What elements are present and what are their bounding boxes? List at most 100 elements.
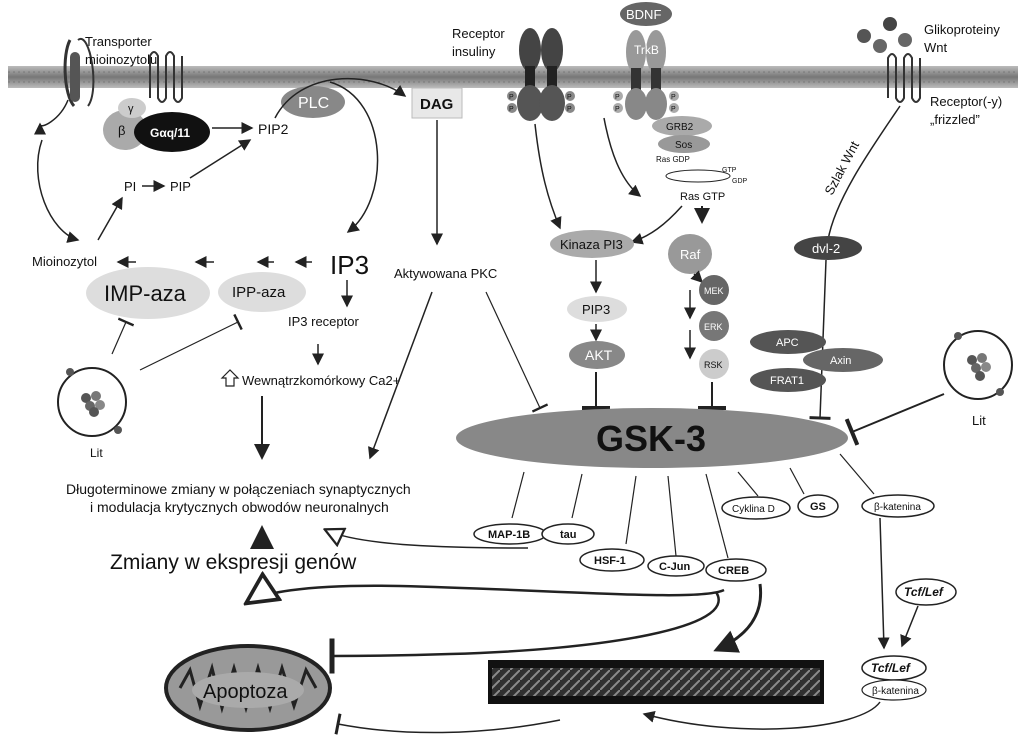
trkb-p-4: P (671, 106, 676, 113)
gsk3-to-bkat (839, 453, 875, 495)
creb-to-dna-arrow (713, 583, 763, 653)
gene-expression-label: Zmiany w ekspresji genów (110, 551, 357, 574)
sos-shape (658, 135, 710, 153)
insulin-p-4: P (567, 106, 572, 113)
pip3-shape (567, 296, 627, 322)
creb-label: CREB (718, 565, 749, 577)
dvl2-shape (794, 236, 862, 260)
gsk3-to-map1b (511, 471, 525, 519)
bdnf-shape (620, 2, 672, 26)
transporter-label-1: Transporter (85, 34, 152, 49)
raf-shape (668, 234, 712, 274)
insulin-p-2: P (509, 106, 514, 113)
mitochondrion-cristae (178, 662, 318, 714)
gs-label: GS (810, 501, 826, 513)
szlak-wnt-label: Szlak Wnt (821, 138, 862, 197)
pi3k-shape (550, 230, 634, 258)
gsk3-to-tau (571, 473, 583, 519)
apc-label: APC (776, 337, 799, 349)
erk-label: ERK (704, 322, 723, 332)
sos-label: Sos (675, 140, 692, 151)
gpcr-shape (149, 51, 183, 103)
mioinozytol-to-pi-arrow (97, 196, 123, 241)
pip2-label: PIP2 (258, 121, 289, 137)
dvl2-label: dvl-2 (812, 241, 840, 256)
dna-to-apoptosis-line (334, 713, 561, 735)
insulin-phospho-icons (507, 91, 575, 113)
bkat-label: β-katenina (874, 502, 921, 513)
cell-membrane (8, 66, 1018, 88)
ipp-aza-label: IPP-aza (232, 284, 286, 301)
raf-to-mek-arrow (690, 270, 704, 284)
tcf1-shape (895, 578, 957, 606)
creb-to-gene-arrow (248, 586, 725, 602)
gsk3-label: GSK-3 (596, 418, 706, 459)
rsk-label: RSK (704, 360, 723, 370)
ipp-aza-shape (218, 272, 306, 312)
ggamma-shape (118, 98, 146, 118)
cjun-shape (647, 555, 705, 577)
transporter-to-mioinozytol-arrow (37, 139, 80, 243)
ras-to-pi3k-arrow (630, 205, 683, 245)
hsf1-shape (579, 548, 645, 572)
pip-to-pip2-arrow (189, 139, 252, 179)
complex-to-dna-arrow (642, 701, 881, 730)
trkb-label: TrkB (634, 43, 659, 57)
frizzled-label-2: „frizzled” (930, 112, 980, 127)
insulin-p-3: P (567, 94, 572, 101)
gsk3-to-cjun (667, 475, 677, 557)
mitochondrion-core (192, 672, 304, 708)
tcf2-label: Tcf/Lef (871, 661, 911, 675)
trkb-p-1: P (615, 94, 620, 101)
wnt-glycoprotein-icons (857, 17, 912, 53)
pi3k-label: Kinaza PI3 (560, 237, 623, 252)
insulin-p-1: P (509, 94, 514, 101)
imp-aza-shape (86, 267, 210, 319)
bkat-to-complex-arrow (877, 517, 890, 650)
lit-right-label: Lit (972, 413, 986, 428)
pip2-to-dag-arrow (274, 78, 407, 119)
bkat2-shape (861, 679, 927, 701)
tcf-to-complex-arrow (900, 605, 919, 648)
gtp-label: GTP (722, 167, 737, 174)
gsk3-to-creb (705, 473, 729, 559)
imp-aza-label: IMP-aza (104, 281, 187, 306)
transporter-label-2: mioinozytolu (85, 52, 157, 67)
pi-label: PI (124, 179, 136, 194)
trkb-p-2: P (615, 106, 620, 113)
akt-shape (569, 341, 625, 369)
ip3-label: IP3 (330, 250, 369, 280)
frat1-label: FRAT1 (770, 375, 804, 387)
wnt-pathway-line (827, 105, 901, 241)
trkb-phospho-icons (613, 91, 679, 113)
pkc-inhibits-gsk3 (485, 291, 549, 413)
ras-gdp-label: Ras GDP (656, 155, 690, 164)
tcf1-label: Tcf/Lef (904, 585, 944, 599)
galpha-label: Gαq/11 (150, 126, 190, 140)
transporter-in-arrow (34, 99, 69, 135)
bdnf-label: BDNF (626, 7, 661, 22)
frizzled-label-1: Receptor(-y) (930, 94, 1002, 109)
lit-inhibits-imp (111, 317, 135, 355)
gbeta-shape (103, 110, 147, 150)
wnt-label-2: Wnt (924, 40, 948, 55)
axin-label: Axin (830, 355, 851, 367)
ras-gtp-label: Ras GTP (680, 191, 725, 203)
raf-label: Raf (680, 247, 701, 262)
gsk3-to-hsf1 (625, 475, 637, 545)
ca-label: Wewnątrzkomórkowy Ca2+ (242, 373, 400, 388)
dag-box (411, 87, 463, 119)
lit-left-label: Lit (90, 446, 103, 460)
map1b-to-longterm-arrow (326, 530, 529, 549)
tau-shape (541, 523, 595, 545)
inhibits-apoptosis-line (329, 591, 720, 674)
dna-helix-shape (492, 668, 820, 696)
grb2-label: GRB2 (666, 122, 694, 133)
bkat2-label: β-katenina (872, 686, 919, 697)
tau-label: tau (560, 529, 577, 541)
pip2-to-ip3-arrow (329, 81, 379, 233)
cyklina-label: Cyklina D (732, 504, 775, 515)
pip3-label: PIP3 (582, 302, 610, 317)
mek-label: MEK (704, 286, 724, 296)
mek-shape (699, 275, 729, 305)
